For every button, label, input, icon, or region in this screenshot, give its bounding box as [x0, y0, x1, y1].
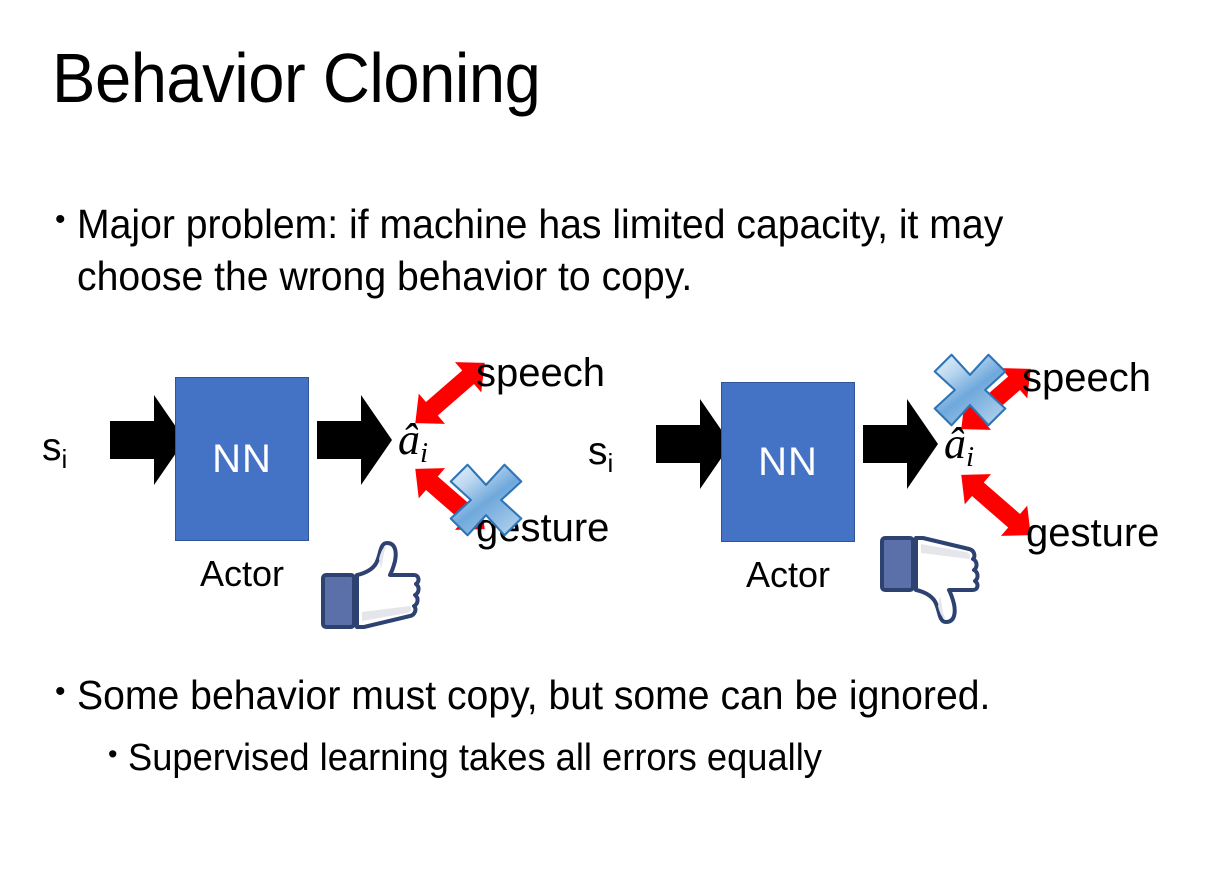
- cross-out-icon-gesture-left: [449, 463, 523, 537]
- gesture-arrow-right: [961, 474, 1031, 536]
- output-arrow-icon-right: [863, 399, 938, 489]
- bullet-text-2: Some behavior must copy, but some can be…: [76, 672, 990, 718]
- bullet-text-3: Supervised learning takes all errors equ…: [128, 737, 823, 779]
- diagram-behavior-cloning-bad-case: si NN Actor âi: [560, 340, 1160, 640]
- page-title: Behavior Cloning: [52, 39, 541, 117]
- speech-label-left: speech: [476, 351, 605, 395]
- action-label-left: âi: [398, 415, 429, 470]
- action-label-right: âi: [944, 419, 975, 474]
- speech-label-right: speech: [1022, 356, 1151, 400]
- actor-label-right: Actor: [745, 554, 831, 595]
- gesture-label-right: gesture: [1026, 511, 1160, 555]
- cross-out-icon-speech-right: [933, 353, 1007, 427]
- bullet-marker-icon: •: [108, 739, 118, 769]
- input-arrow-icon-left: [110, 395, 185, 485]
- bullet-marker-icon: •: [55, 675, 66, 708]
- state-label-right: si: [588, 430, 614, 478]
- speech-arrow-left: [415, 362, 485, 424]
- diagram-behavior-cloning-good-case: si NN Actor âi speech: [14, 340, 614, 640]
- nn-box-left: NN: [175, 377, 309, 541]
- bullet-list-item-3: • Supervised learning takes all errors e…: [108, 735, 1168, 783]
- bullet-list-item-2: • Some behavior must copy, but some can …: [55, 670, 1155, 721]
- nn-box-label-right: NN: [758, 440, 818, 484]
- input-arrow-icon-right: [656, 399, 731, 489]
- thumbs-down-icon-right: [880, 536, 980, 624]
- output-arrow-icon-left: [317, 395, 392, 485]
- nn-box-label-left: NN: [212, 437, 272, 481]
- nn-box-right: NN: [721, 382, 855, 542]
- bullet-list-item-1: • Major problem: if machine has limited …: [55, 198, 1125, 303]
- bullet-text-1: Major problem: if machine has limited ca…: [76, 201, 1003, 300]
- state-label-left: si: [42, 426, 68, 474]
- actor-label-left: Actor: [199, 553, 285, 594]
- bullet-marker-icon: •: [55, 203, 66, 236]
- thumbs-up-icon-left: [321, 541, 421, 629]
